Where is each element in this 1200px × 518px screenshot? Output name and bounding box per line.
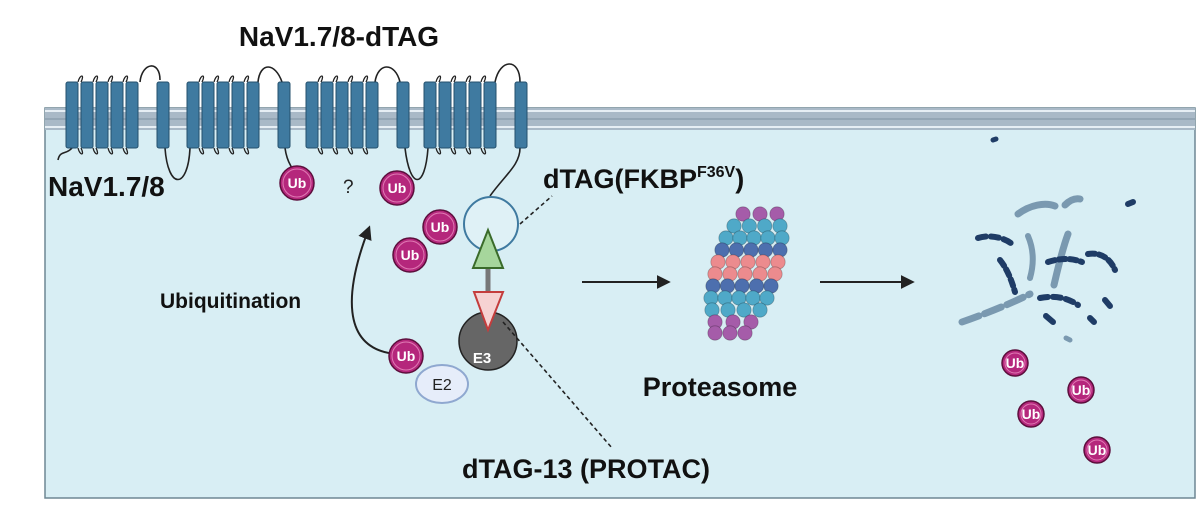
ub-molecule: Ub bbox=[388, 338, 424, 374]
helix-segment bbox=[65, 81, 79, 149]
helix-segment bbox=[396, 81, 410, 149]
helix-segment bbox=[216, 81, 230, 149]
helix-segment bbox=[156, 81, 170, 149]
question-mark: ? bbox=[343, 177, 354, 198]
channel-helices bbox=[65, 75, 528, 155]
channel-label: NaV1.7/8 bbox=[48, 171, 165, 202]
helix-segment bbox=[483, 81, 497, 149]
ub-molecule: Ub bbox=[422, 209, 458, 245]
ub-label: Ub bbox=[1006, 355, 1025, 371]
ub-molecule: Ub bbox=[379, 170, 415, 206]
helix-segment bbox=[438, 81, 452, 149]
helix-segment bbox=[320, 81, 334, 149]
e3-ligand-triangle bbox=[472, 291, 505, 333]
helix-segment bbox=[305, 81, 319, 149]
helix-segment bbox=[277, 81, 291, 149]
helix-segment bbox=[201, 81, 215, 149]
dtag-pointer-line bbox=[519, 195, 553, 225]
helix-segment bbox=[365, 81, 379, 149]
ub-label: Ub bbox=[1088, 442, 1107, 458]
ub-label: Ub bbox=[1072, 382, 1091, 398]
ub-molecule: Ub bbox=[392, 237, 428, 273]
helix-segment bbox=[514, 81, 528, 149]
peptide-fragments bbox=[958, 136, 1136, 343]
helix-segment bbox=[468, 81, 482, 149]
protac-label: dTAG-13 (PROTAC) bbox=[462, 454, 710, 484]
helix-segment bbox=[350, 81, 364, 149]
ub-label: Ub bbox=[401, 247, 420, 263]
ub-molecule: Ub bbox=[1083, 436, 1111, 464]
ub-label: Ub bbox=[288, 175, 307, 191]
e2-enzyme bbox=[415, 364, 469, 404]
helix-segment bbox=[95, 81, 109, 149]
dtag-label: dTAG(FKBPF36V) bbox=[543, 164, 744, 194]
helix-segment bbox=[246, 81, 260, 149]
helix-segment bbox=[125, 81, 139, 149]
ubiquitination-arrow bbox=[350, 225, 396, 355]
ub-molecule: Ub bbox=[1017, 400, 1045, 428]
ub-label: Ub bbox=[397, 348, 416, 364]
proteasome-icon bbox=[703, 206, 790, 341]
ub-molecule: Ub bbox=[1067, 376, 1095, 404]
ub-label: Ub bbox=[1022, 406, 1041, 422]
ub-label: Ub bbox=[431, 219, 450, 235]
ub-label: Ub bbox=[388, 180, 407, 196]
helix-segment bbox=[453, 81, 467, 149]
ubiquitination-label: Ubiquitination bbox=[160, 290, 301, 313]
ub-molecule: Ub bbox=[279, 165, 315, 201]
proteasome-label: Proteasome bbox=[643, 372, 798, 402]
dtag-ligand-triangle bbox=[471, 227, 505, 269]
helix-segment bbox=[231, 81, 245, 149]
helix-segment bbox=[186, 81, 200, 149]
helix-segment bbox=[80, 81, 94, 149]
e3-label: E3 bbox=[473, 350, 491, 367]
helix-segment bbox=[423, 81, 437, 149]
e2-label: E2 bbox=[432, 377, 452, 394]
construct-title: NaV1.7/8-dTAG bbox=[239, 21, 439, 52]
ub-molecule: Ub bbox=[1001, 349, 1029, 377]
cell-cytoplasm bbox=[44, 107, 1196, 499]
helix-segment bbox=[335, 81, 349, 149]
helix-segment bbox=[110, 81, 124, 149]
